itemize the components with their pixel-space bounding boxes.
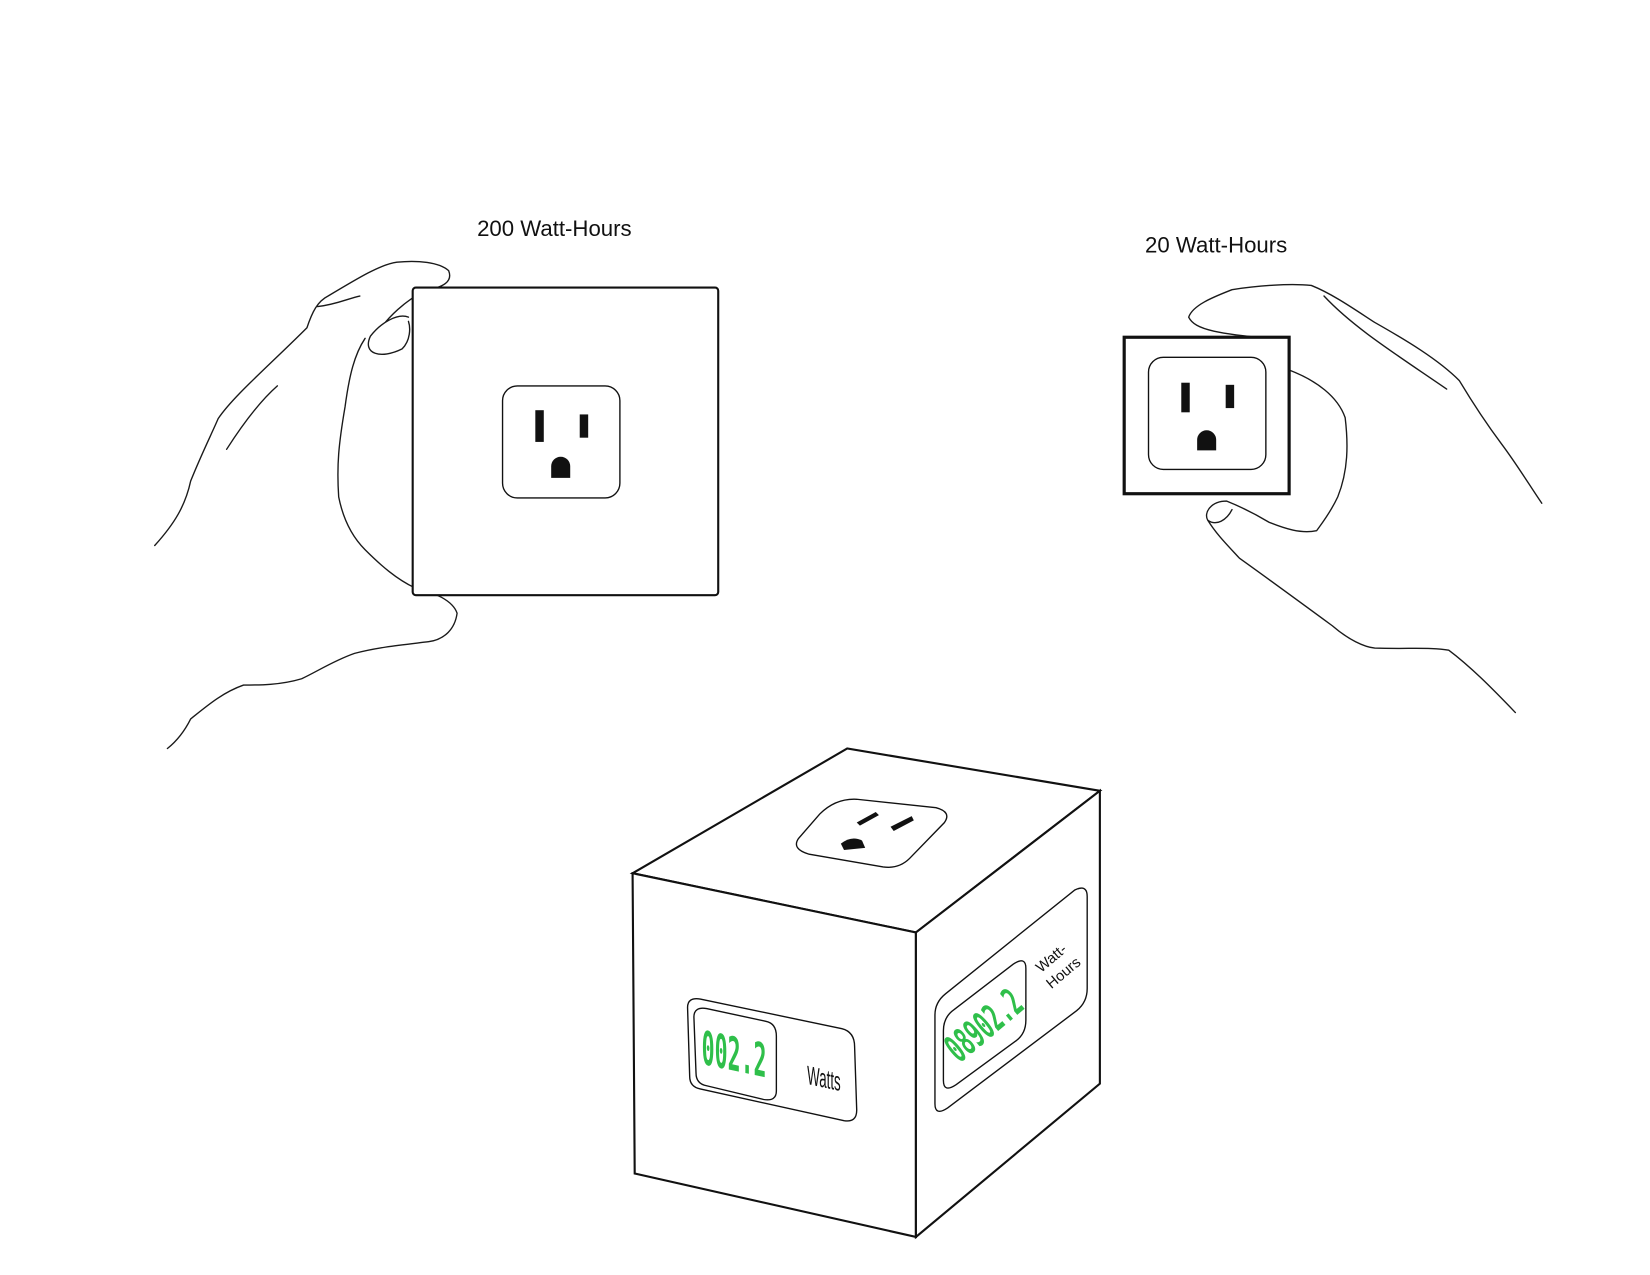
large-unit-group: 200 Watt-Hours: [154, 216, 720, 750]
cube-top-outlet-icon: [795, 798, 948, 868]
watts-display-panel: 002.2 Watts: [686, 998, 858, 1122]
small-unit-label: 20 Watt-Hours: [1145, 233, 1287, 258]
meter-cube: 002.2 Watts 08902.2 Watt- Hours: [629, 747, 1103, 1240]
left-hand: [154, 260, 458, 750]
large-unit-label: 200 Watt-Hours: [477, 216, 632, 241]
watts-value: 002.2: [702, 1020, 767, 1089]
outlet-icon: [501, 385, 621, 499]
watts-unit: Watts: [807, 1061, 841, 1097]
outlet-icon: [1147, 356, 1267, 471]
right-hand: [1187, 283, 1543, 714]
small-unit-group: 20 Watt-Hours: [1122, 233, 1543, 714]
watt-hours-display-panel: 08902.2 Watt- Hours: [934, 887, 1088, 1113]
